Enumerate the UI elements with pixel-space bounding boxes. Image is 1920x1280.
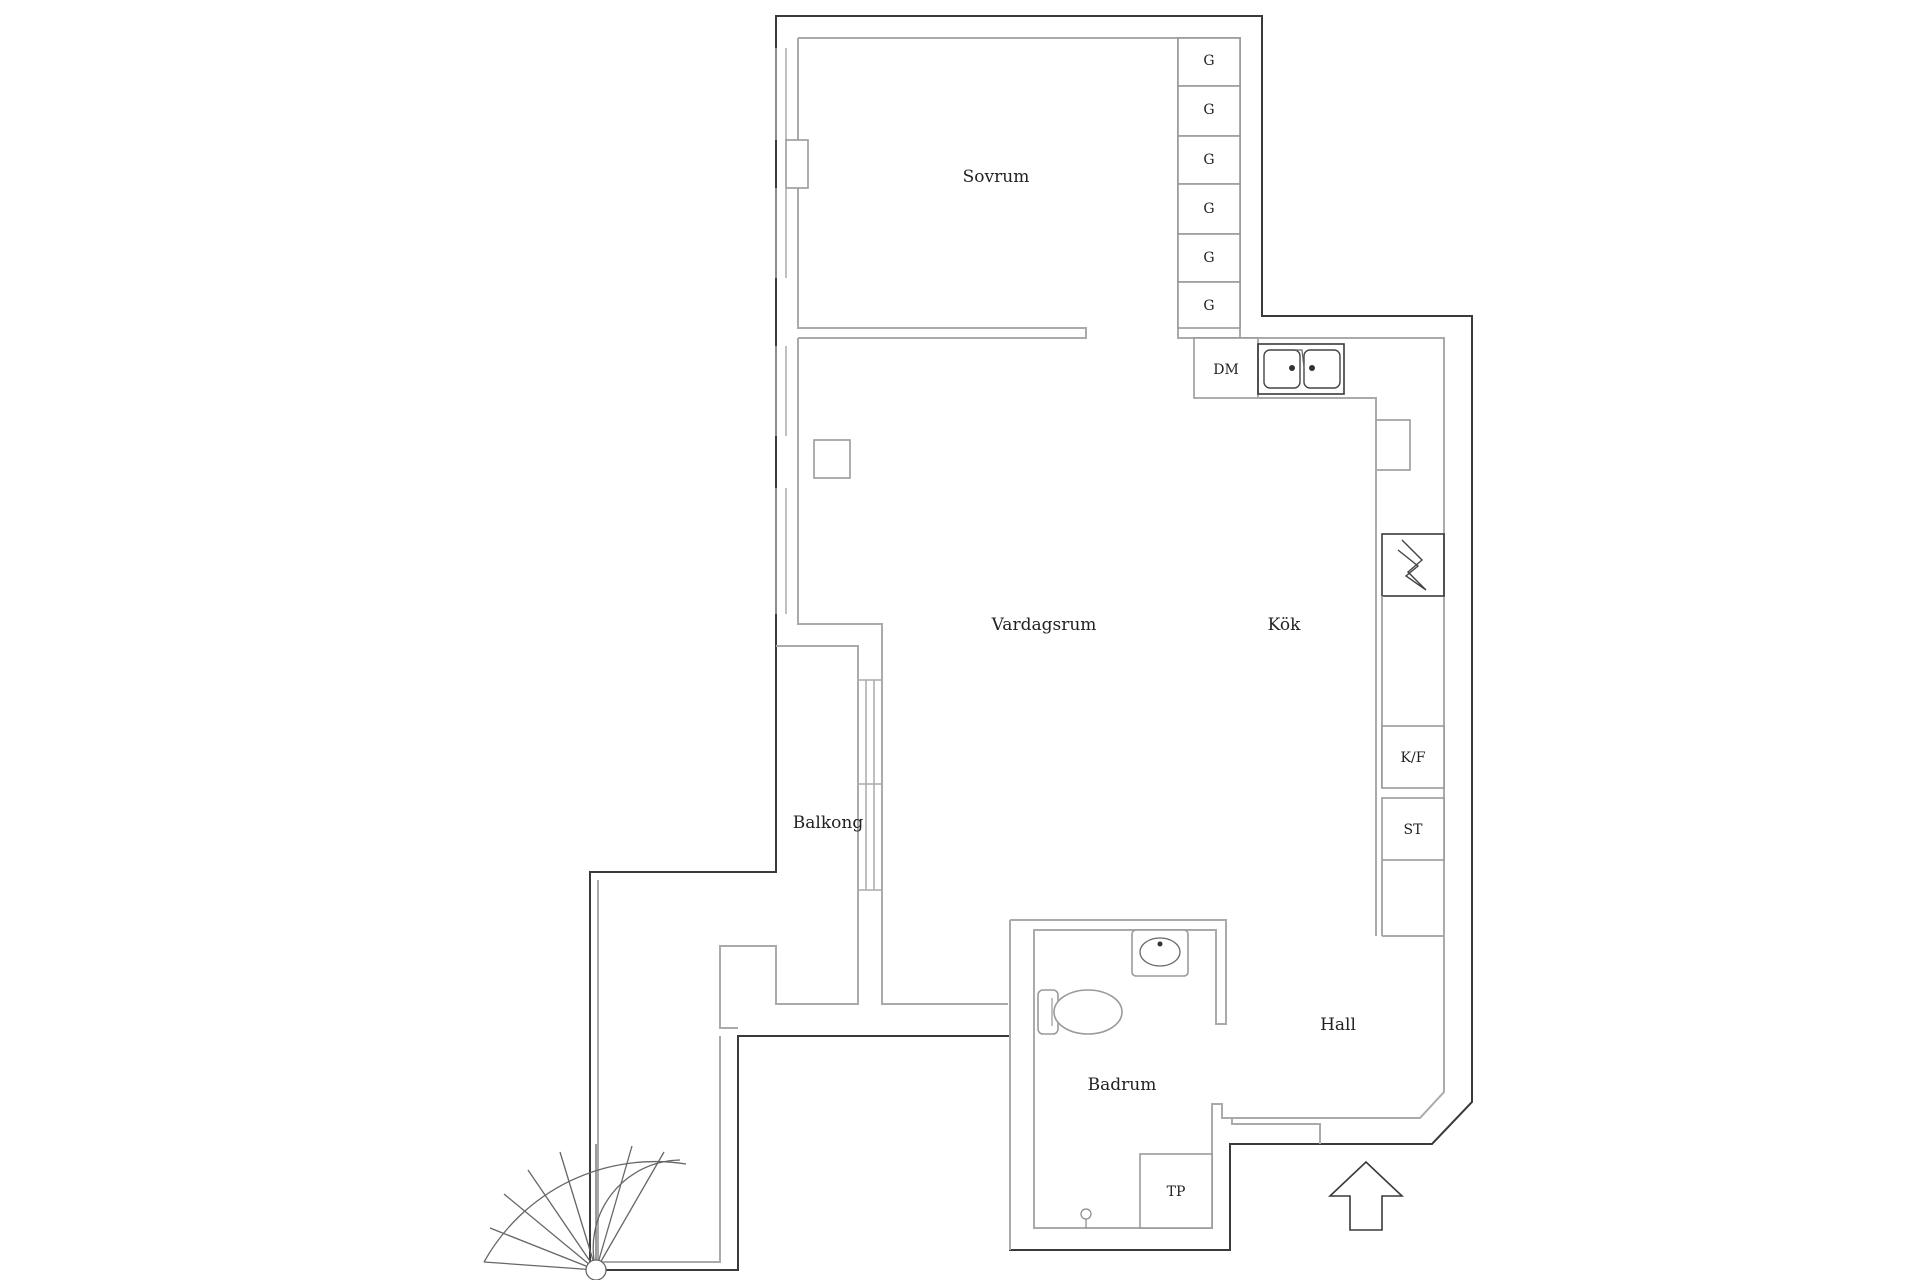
fridge-freezer [1381, 725, 1445, 789]
kitchen-fixtures [1193, 337, 1445, 937]
washer-label: TP [1167, 1184, 1186, 1200]
wardrobes [1177, 37, 1241, 329]
entrance-arrow-icon [1327, 1160, 1405, 1231]
balkong-label: Balkong [793, 813, 864, 833]
hall-label: Hall [1320, 1015, 1356, 1035]
stove-icon [1381, 533, 1445, 597]
washer [1139, 1153, 1213, 1229]
fridge-freezer-label: K/F [1401, 750, 1426, 766]
wardrobe-3-label: G [1203, 152, 1214, 168]
sink-icon [1257, 343, 1345, 395]
dishwasher-label: DM [1213, 362, 1239, 378]
outer-walls [589, 15, 1473, 1271]
wardrobe-5-label: G [1203, 250, 1214, 266]
spiral-staircase-icon [483, 1144, 687, 1280]
vardagsrum-label: Vardagsrum [991, 615, 1097, 635]
dishwasher [1193, 337, 1259, 399]
sovrum-label: Sovrum [963, 167, 1030, 187]
storage [1381, 797, 1445, 861]
drain-icon [1080, 1208, 1092, 1228]
wardrobe-4-label: G [1203, 201, 1214, 217]
wardrobe-6-label: G [1203, 298, 1214, 314]
wardrobe-6 [1177, 281, 1241, 329]
sink-icon [1131, 929, 1189, 977]
kitchen-cabinet [1375, 419, 1411, 471]
storage-label: ST [1404, 822, 1424, 838]
living-balcony-walls [597, 338, 1008, 1263]
wardrobe-1-label: G [1203, 53, 1214, 69]
sovrum-walls [797, 38, 1240, 339]
badrum-label: Badrum [1088, 1075, 1157, 1095]
wardrobe-1 [1177, 37, 1241, 87]
kok-label: Kök [1268, 615, 1301, 635]
wardrobe-5 [1177, 233, 1241, 283]
wardrobe-2-label: G [1203, 102, 1214, 118]
left-windows [775, 48, 809, 614]
bathroom [1009, 919, 1321, 1250]
toilet-icon [1037, 989, 1123, 1035]
wardrobe-3 [1177, 135, 1241, 185]
